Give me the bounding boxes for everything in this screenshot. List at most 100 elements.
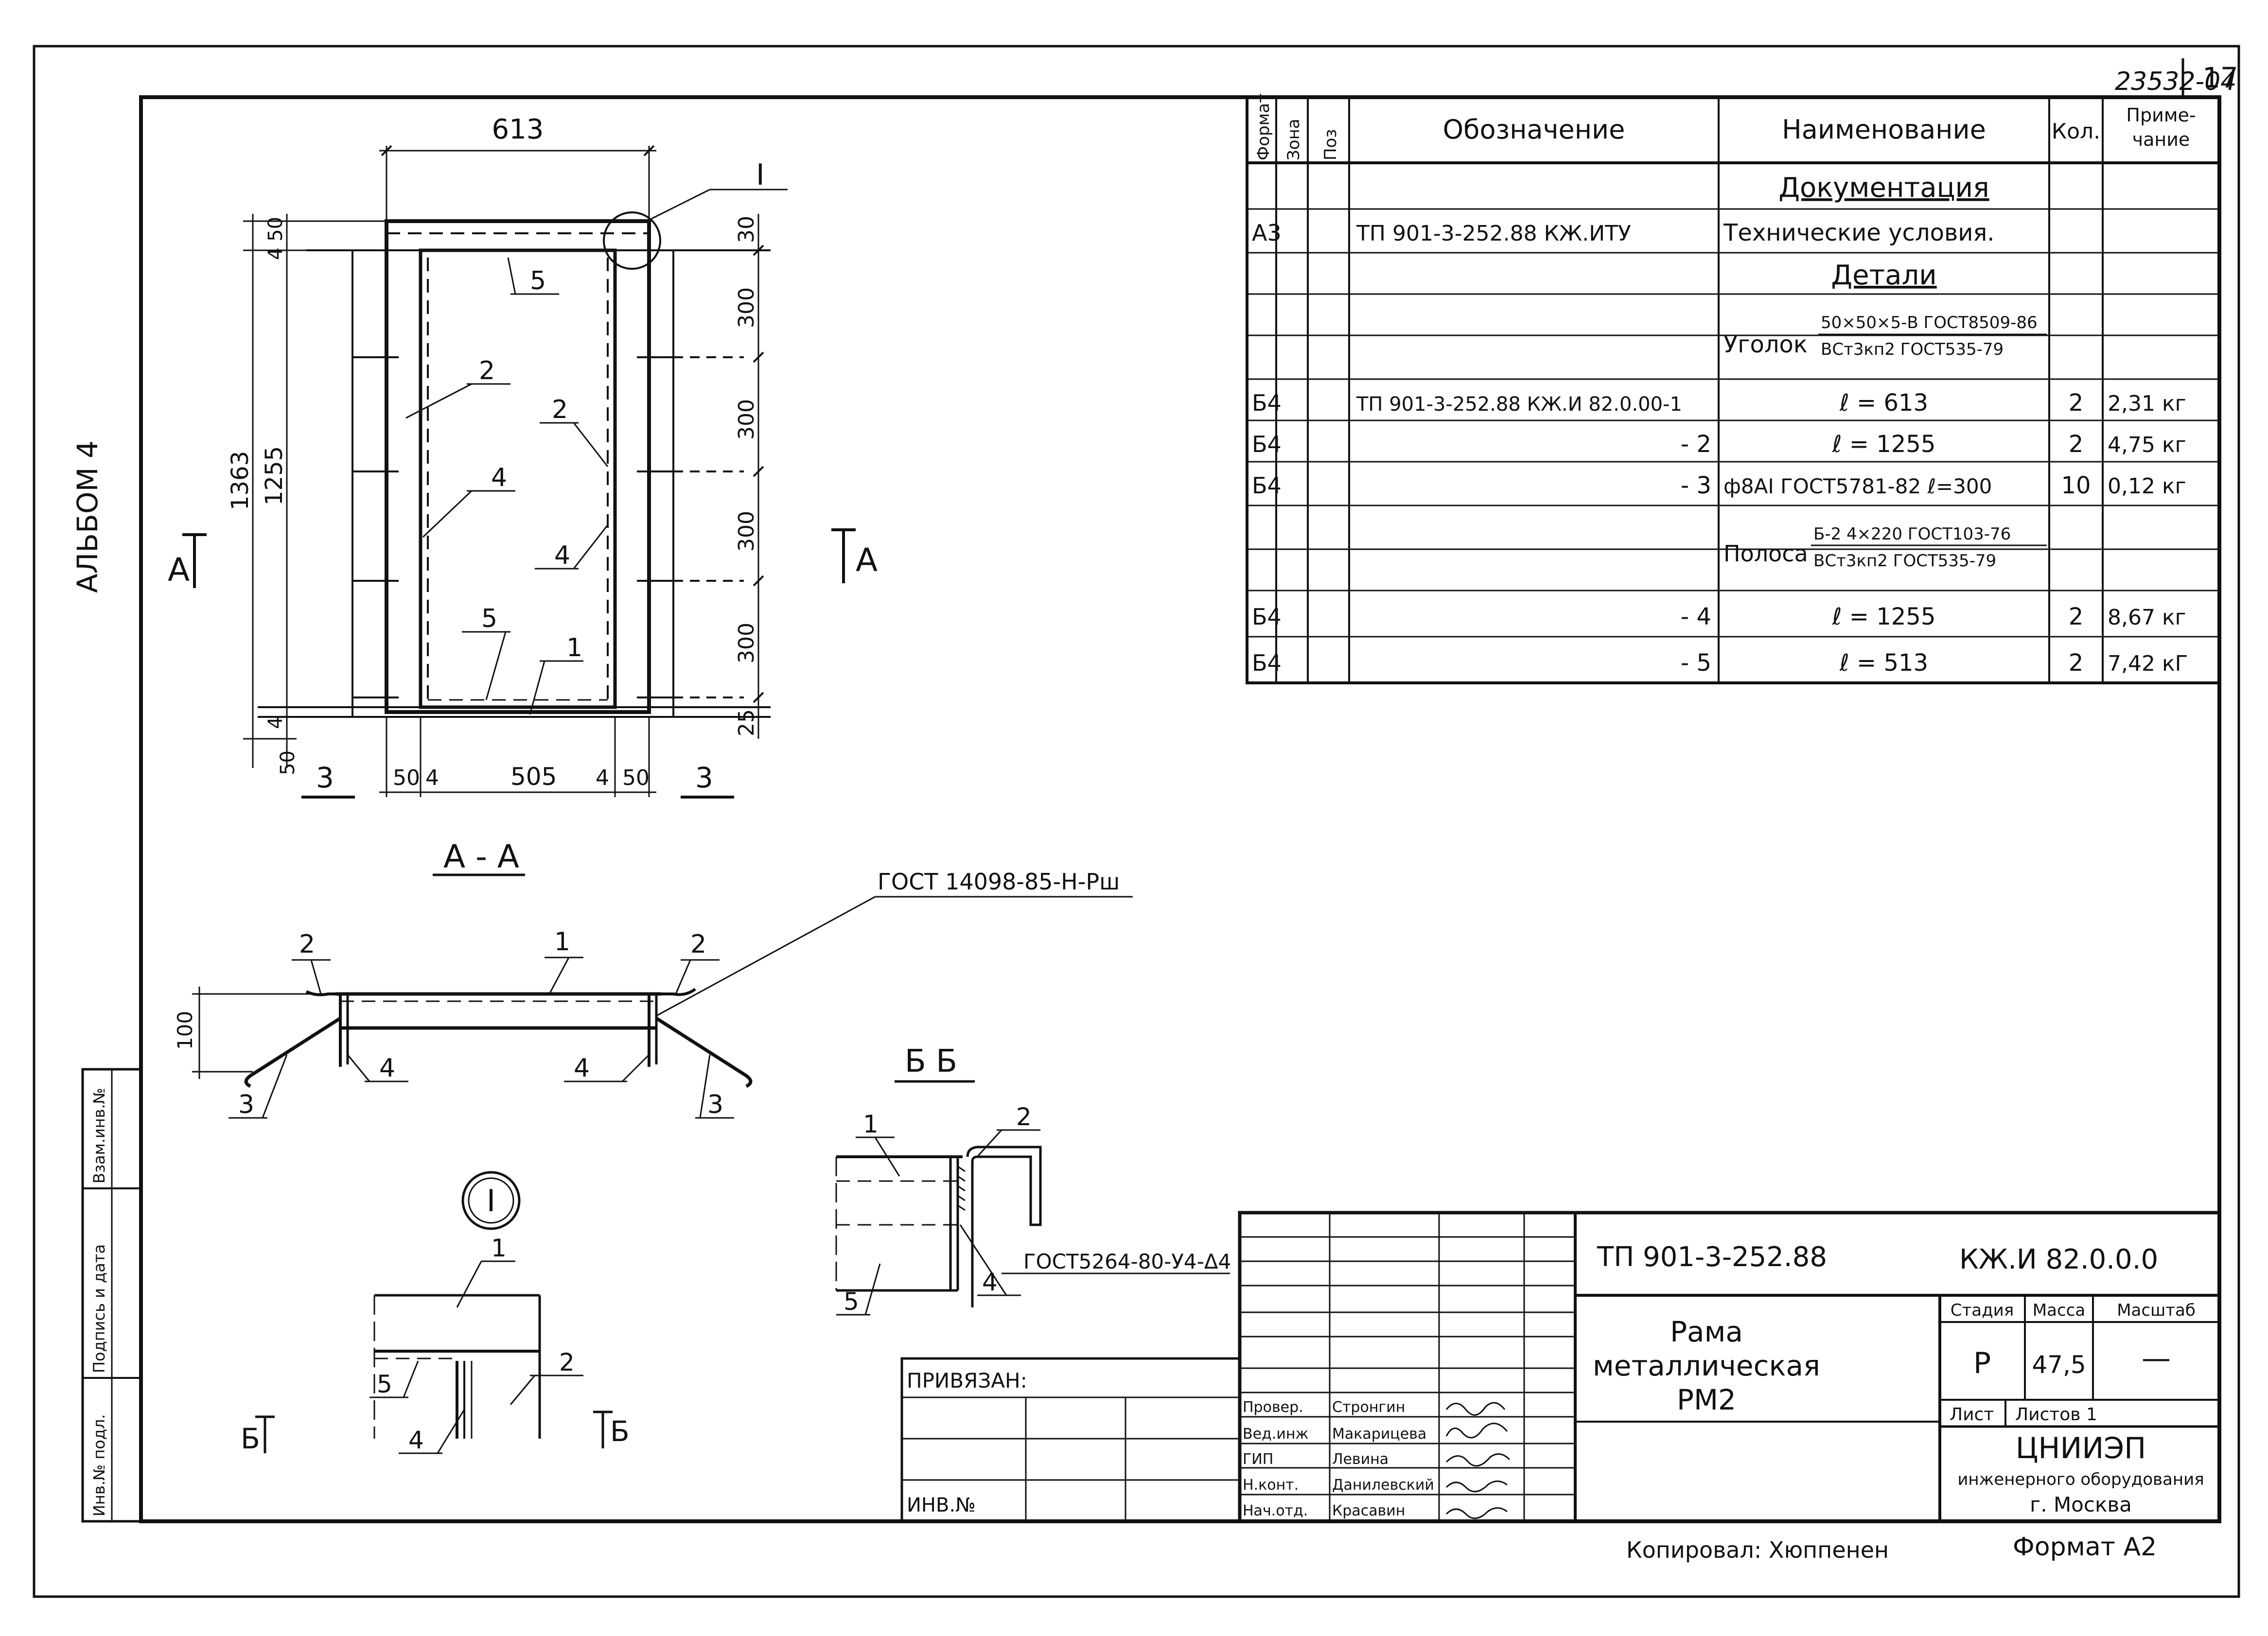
person-name: Макарицева xyxy=(1332,1426,1426,1443)
row-qty: 2 xyxy=(2069,603,2084,630)
row-name: ф8АI ГОСТ5781-82 ℓ=300 xyxy=(1723,474,1992,498)
row-format: Б4 xyxy=(1252,472,1282,499)
cut-marker-left: 3 xyxy=(316,761,334,794)
left-stamp: Инв.№ подл. Подпись и дата Взам.инв.№ xyxy=(81,1068,142,1523)
label-pos: 4 xyxy=(379,1054,395,1083)
mass-label: Масса xyxy=(2033,1301,2085,1320)
label-pos: 4 xyxy=(982,1268,998,1296)
doc-number: 23532-04 xyxy=(2115,67,2236,96)
dim-height: 100 xyxy=(173,1011,197,1050)
section-marker-a-right: А xyxy=(856,541,878,579)
row-name-bottom: ВСт3кп2 ГОСТ535-79 xyxy=(1813,551,1996,571)
scale-value: — xyxy=(2142,1341,2171,1375)
privyazan-label: ПРИВЯЗАН: xyxy=(907,1369,1027,1392)
person-name: Левина xyxy=(1332,1451,1389,1468)
col-designation-header: Обозначение xyxy=(1443,114,1625,145)
label-pos: 2 xyxy=(552,395,568,424)
row-name-top: Б-2 4×220 ГОСТ103-76 xyxy=(1813,524,2011,544)
dim-total-height: 1363 xyxy=(227,451,254,510)
signatures xyxy=(1445,1402,1511,1519)
col-name-header: Наименование xyxy=(1782,114,1986,145)
row-qty: 2 xyxy=(2069,649,2084,677)
dim-right: 300 xyxy=(734,511,759,552)
col-note-header-1: Приме- xyxy=(2126,104,2196,126)
dim-d50: 50 xyxy=(277,750,299,775)
dim-bottom: 4 xyxy=(425,766,439,790)
label-pos: 2 xyxy=(479,356,495,385)
label-pos: 2 xyxy=(1016,1103,1032,1131)
row-designation: - 4 xyxy=(1681,603,1711,630)
label-pos: 2 xyxy=(690,930,706,959)
row-format: Б4 xyxy=(1252,650,1282,676)
title-line: Рама xyxy=(1670,1315,1743,1348)
privyazan-block: ПРИВЯЗАН: ИНВ.№ xyxy=(900,1357,1241,1523)
row-note: 0,12 кг xyxy=(2108,474,2186,499)
row-designation: ТП 901-3-252.88 КЖ.И 82.0.00-1 xyxy=(1356,393,1682,416)
label-pos: 4 xyxy=(574,1054,590,1083)
label-pos: 1 xyxy=(566,633,582,662)
row-name-prefix: Уголок xyxy=(1723,331,1808,358)
copied-by: Копировал: Хюппенен xyxy=(1626,1537,1889,1563)
weld-gost-bb: ГОСТ5264-80-У4-Δ4 xyxy=(1023,1250,1231,1273)
label-pos: 1 xyxy=(554,927,570,957)
row-note: 7,42 кГ xyxy=(2108,651,2188,676)
row-format: А3 xyxy=(1252,220,1282,246)
person-name: Красавин xyxy=(1332,1502,1405,1519)
stage-value: Р xyxy=(1973,1346,1991,1380)
row-name: ℓ = 1255 xyxy=(1832,431,1936,458)
dim-bottom: 50 xyxy=(393,766,420,790)
row-note: 8,67 кг xyxy=(2108,605,2186,630)
doc-code: КЖ.И 82.0.0.0 xyxy=(1959,1244,2158,1275)
scale-label: Масштаб xyxy=(2117,1301,2196,1320)
label-pos: 1 xyxy=(863,1110,879,1138)
row-qty: 10 xyxy=(2061,472,2091,499)
row-designation: - 5 xyxy=(1681,649,1711,677)
row-qty: 2 xyxy=(2069,389,2084,417)
row-name: ℓ = 1255 xyxy=(1832,603,1936,630)
detail-i-title: I xyxy=(487,1183,495,1218)
outer-frame xyxy=(33,45,2240,1598)
col-note-header-2: чание xyxy=(2132,129,2190,150)
section-marker-a-left: А xyxy=(168,551,190,589)
person-name: Стронгин xyxy=(1332,1399,1405,1416)
section-bb-title: Б Б xyxy=(905,1044,957,1079)
row-format: Б4 xyxy=(1252,604,1282,630)
label-pos: 5 xyxy=(377,1370,392,1398)
label-pos: 5 xyxy=(844,1288,859,1316)
detail-i: I 1 5 2 4 Б Б xyxy=(241,1171,630,1455)
label-pos: 5 xyxy=(530,266,546,296)
row-format: Б4 xyxy=(1252,431,1282,457)
col-zone-header: Зона xyxy=(1284,119,1303,160)
row-format: Б4 xyxy=(1252,390,1282,416)
col-format-header: Формат xyxy=(1254,93,1273,160)
section-docs: Документация xyxy=(1778,172,1989,204)
role-label: Нач.отд. xyxy=(1243,1502,1308,1519)
label-pos: 4 xyxy=(491,463,507,492)
col-qty-header: Кол. xyxy=(2052,119,2100,144)
row-name: Технические условия. xyxy=(1723,219,1995,246)
row-designation: - 2 xyxy=(1681,431,1711,458)
role-label: ГИП xyxy=(1243,1451,1273,1468)
label-pos: 5 xyxy=(481,604,497,633)
row-name: ℓ = 513 xyxy=(1839,649,1928,677)
cut-b-left: Б xyxy=(241,1422,260,1455)
row-qty: 2 xyxy=(2069,431,2084,458)
col-pos-header: Поз xyxy=(1321,129,1340,160)
row-designation: - 3 xyxy=(1681,472,1711,499)
dim-top-width: 613 xyxy=(492,114,544,145)
stage-label: Стадия xyxy=(1951,1301,2014,1320)
section-aa-title: А - А xyxy=(443,838,519,875)
sheet-format: Формат А2 xyxy=(2013,1532,2157,1562)
label-pos: 1 xyxy=(491,1234,507,1262)
sheet-number: 17 xyxy=(2202,61,2238,94)
row-note: 2,31 кг xyxy=(2108,391,2186,416)
person-name: Данилевский xyxy=(1332,1477,1434,1494)
dim-bottom: 505 xyxy=(510,763,557,791)
title-line: РМ2 xyxy=(1677,1383,1736,1416)
label-pos: 3 xyxy=(238,1090,254,1119)
inner-frame xyxy=(139,95,2221,1523)
dim-bottom: 4 xyxy=(596,766,609,790)
album-label: АЛЬБОМ 4 xyxy=(71,440,104,593)
dim-bottom: 50 xyxy=(622,766,650,790)
